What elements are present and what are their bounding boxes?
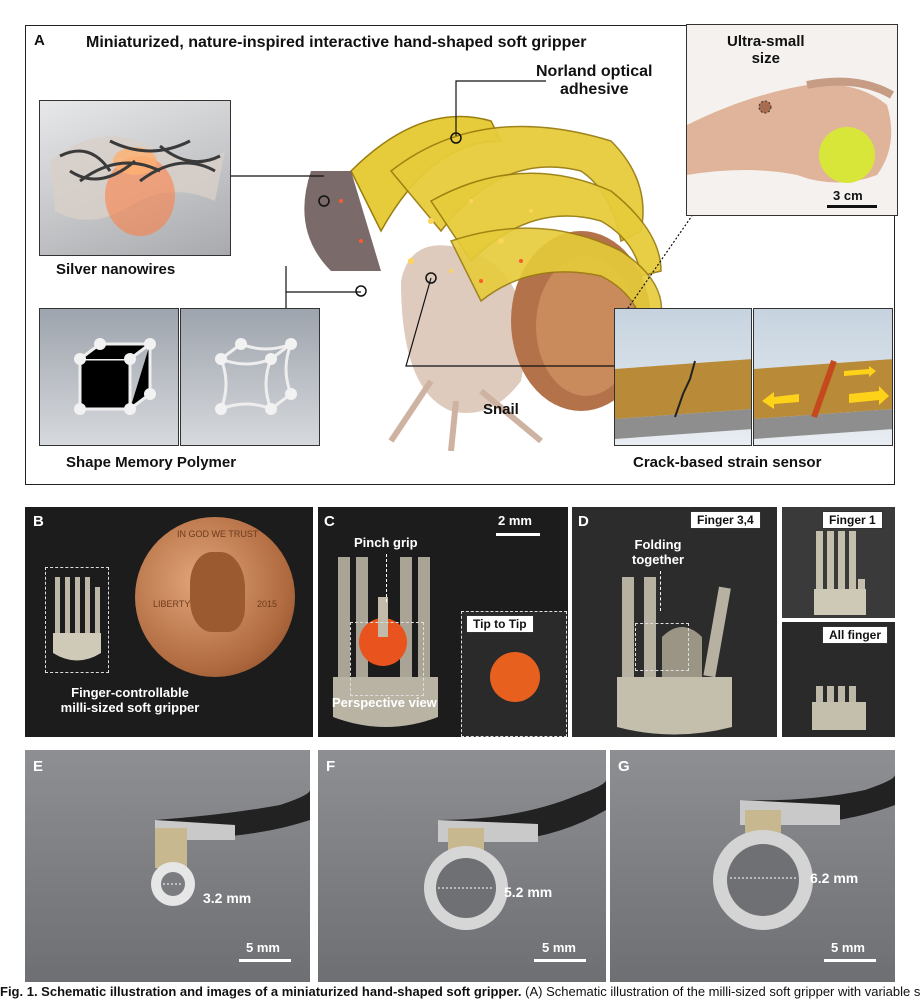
panel-a: A Miniaturized, nature-inspired interact… (25, 24, 898, 485)
all-finger-label: All finger (822, 626, 889, 644)
folding-fingers-image (617, 577, 732, 735)
panel-d-all-finger: All finger (782, 622, 895, 737)
perspective-view-label: Perspective view (332, 695, 437, 710)
penny-coin-image: IN GOD WE TRUST LIBERTY 2015 (135, 517, 295, 677)
panel-letter: E (33, 758, 44, 775)
panel-e: E 3.2 mm 5 mm (25, 750, 310, 982)
crack-sensor-image-1 (614, 308, 752, 446)
finger-34-label: Finger 3,4 (690, 511, 761, 529)
coin-liberty: LIBERTY (153, 599, 191, 609)
norland-label-line2: adhesive (559, 81, 629, 98)
gripper-highlight-box (45, 567, 109, 673)
panel-letter: G (618, 758, 630, 775)
panel-f-scale-bar (534, 959, 586, 962)
folding-arrow (660, 571, 661, 611)
all-finger-image (812, 686, 866, 730)
ring-6mm-measure: 6.2 mm (810, 870, 859, 886)
crack-sensor-label: Crack-based strain sensor (633, 454, 822, 471)
panel-b-caption-line2: milli-sized soft gripper (60, 700, 200, 715)
folding-line2: together (632, 552, 684, 567)
folding-highlight-box (635, 623, 689, 671)
panel-letter: C (324, 513, 335, 530)
panel-a-title: Miniaturized, nature-inspired interactiv… (86, 34, 587, 51)
hand-scale-label: 3 cm (833, 188, 863, 203)
finger-1-label: Finger 1 (822, 511, 883, 529)
panel-b: B IN GOD WE TRUST LIBERTY 2015 Finger-co… (25, 507, 313, 737)
ring-5mm-measure: 5.2 mm (504, 884, 553, 900)
figure-caption-bold: Fig. 1. Schematic illustration and image… (0, 984, 522, 999)
finger-1-image (814, 531, 866, 615)
ring-3mm-image (151, 790, 310, 906)
panel-g-scale-bar (824, 959, 876, 962)
ring-3mm-measure: 3.2 mm (203, 890, 252, 906)
hand-scale-bar (827, 205, 877, 208)
ring-5mm-image (424, 780, 606, 930)
panel-g: G 6.2 mm 5 mm (610, 750, 895, 982)
panel-letter: F (326, 758, 336, 775)
smp-rigid-lattice-image (39, 308, 179, 446)
ring-6mm-image (713, 775, 895, 930)
pinch-arrow (386, 554, 387, 602)
panel-b-caption: Finger-controllable milli-sized soft gri… (35, 685, 225, 715)
panel-b-caption-line1: Finger-controllable (71, 685, 189, 700)
folding-line1: Folding (634, 537, 682, 552)
panel-d: D Finger 3,4 Folding together (572, 507, 777, 737)
ultra-small-line2: size (751, 50, 780, 67)
panel-letter: A (34, 32, 45, 49)
panel-c-scale-bar (496, 533, 540, 536)
panel-g-scale-label: 5 mm (831, 940, 865, 955)
figure-caption: Fig. 1. Schematic illustration and image… (0, 984, 920, 1000)
panel-f-scale-label: 5 mm (542, 940, 576, 955)
hand-photo: Ultra-small size 3 cm (686, 24, 898, 216)
ultra-small-label: Ultra-small size (727, 33, 805, 67)
perspective-highlight-box (350, 622, 424, 696)
tip-to-tip-label: Tip to Tip (466, 615, 534, 633)
figure-caption-rest: (A) Schematic illustration of the milli-… (521, 984, 920, 999)
coin-motto: IN GOD WE TRUST (177, 529, 259, 539)
panel-letter: D (578, 513, 589, 530)
panel-e-scale-bar (239, 959, 291, 962)
pinch-grip-label: Pinch grip (354, 535, 418, 550)
smp-soft-lattice-image (180, 308, 320, 446)
shape-memory-polymer-label: Shape Memory Polymer (66, 454, 237, 471)
gripper-image (53, 577, 101, 661)
gripper-snail-illustration (281, 81, 671, 452)
norland-label: Norland optical adhesive (536, 63, 652, 99)
panel-f: F 5.2 mm 5 mm (318, 750, 606, 982)
snail-label: Snail (483, 401, 519, 418)
coin-year: 2015 (257, 599, 278, 609)
ultra-small-line1: Ultra-small (727, 33, 805, 50)
folding-together-label: Folding together (632, 537, 684, 567)
panel-e-scale-label: 5 mm (246, 940, 280, 955)
panel-c: C 2 mm Pinch grip Perspective view Tip t… (318, 507, 568, 737)
crack-sensor-image-2 (753, 308, 893, 446)
panel-d-finger1: Finger 1 (782, 507, 895, 618)
silver-nanowires-label: Silver nanowires (56, 261, 176, 278)
panel-letter: B (33, 513, 44, 530)
tip-object-image (490, 652, 540, 702)
norland-label-line1: Norland optical (536, 63, 653, 80)
silver-nanowires-image (39, 100, 231, 256)
panel-c-scale-label: 2 mm (498, 513, 532, 528)
coin-portrait (190, 552, 245, 632)
